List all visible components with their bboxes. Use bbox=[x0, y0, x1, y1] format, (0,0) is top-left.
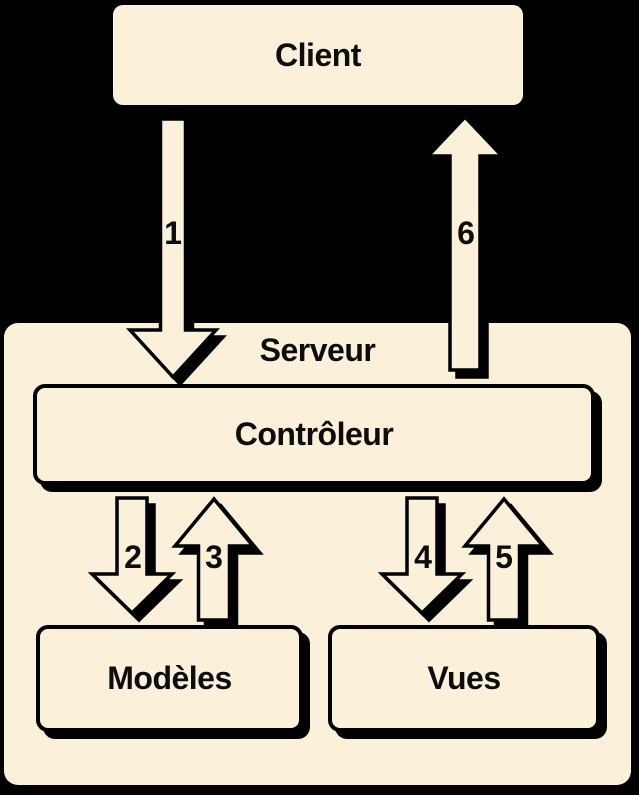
controleur-label: Contrôleur bbox=[234, 416, 394, 452]
client-label: Client bbox=[275, 36, 361, 73]
vues-box: Vues bbox=[328, 625, 600, 732]
arrow-3-label: 3 bbox=[205, 539, 223, 575]
arrow-5-label: 5 bbox=[495, 539, 513, 575]
arrow-6-label: 6 bbox=[457, 215, 475, 251]
arrow-1-label: 1 bbox=[164, 215, 182, 251]
arrow-2-label: 2 bbox=[124, 539, 142, 575]
serveur-label: Serveur bbox=[259, 332, 376, 368]
controleur-box: Contrôleur bbox=[33, 384, 595, 485]
arrow-4-label: 4 bbox=[414, 539, 432, 575]
vues-label: Vues bbox=[427, 660, 501, 696]
modeles-box: Modèles bbox=[36, 625, 303, 732]
modeles-label: Modèles bbox=[107, 660, 232, 696]
client-box: Client bbox=[113, 5, 523, 105]
